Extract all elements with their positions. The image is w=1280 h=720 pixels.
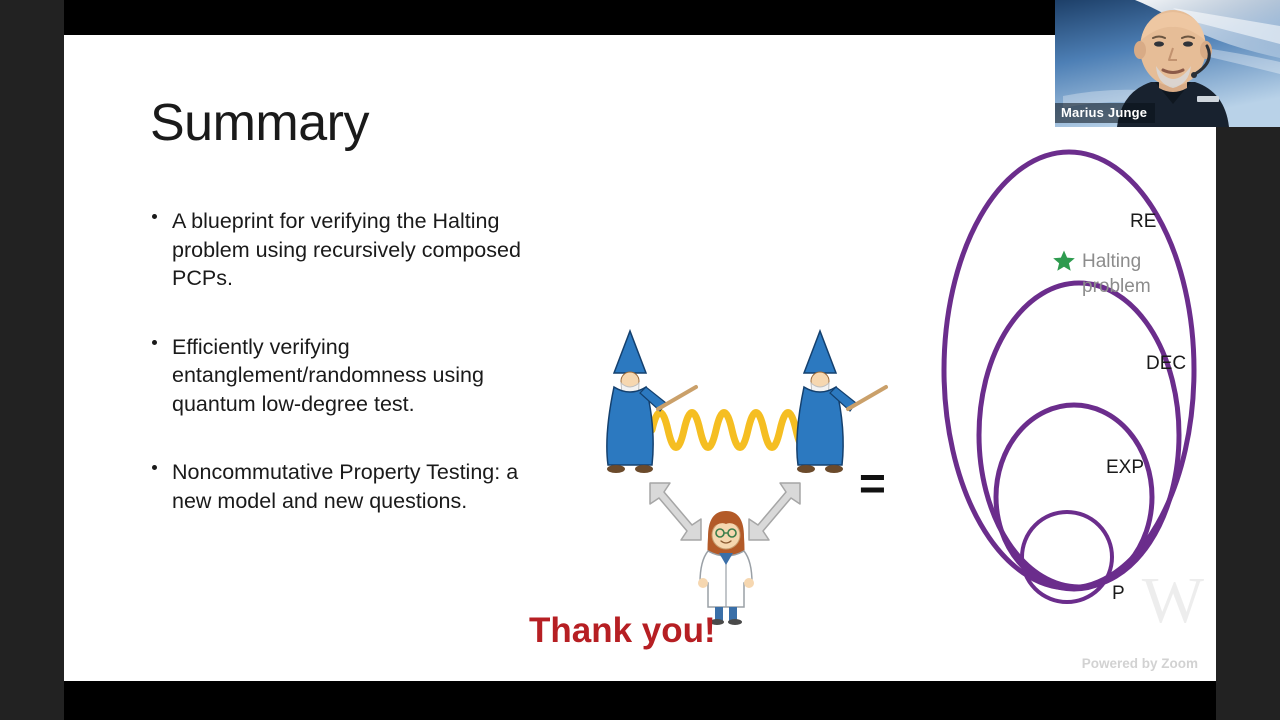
class-label-dec: DEC [1146, 353, 1187, 374]
list-item-label: A blueprint for verifying the Halting pr… [172, 209, 521, 290]
ellipse-dec [976, 280, 1182, 590]
page-title: Summary [150, 94, 369, 152]
wizard-left-figure [606, 328, 698, 473]
complexity-class-diagram: RE DEC EXP P Halting problem [924, 145, 1216, 615]
participant-name-label: Marius Junge [1055, 103, 1156, 123]
ellipse-exp [993, 402, 1155, 592]
participant-video-frame [1055, 0, 1280, 127]
bullet-dot-icon [152, 339, 157, 345]
equals-sign: = [859, 457, 886, 509]
list-item-label: Noncommutative Property Testing: a new m… [172, 460, 519, 513]
star-icon [1053, 250, 1075, 271]
powered-by-zoom-label: Powered by Zoom [1081, 656, 1198, 671]
wizard-right-figure [796, 328, 888, 473]
list-item: A blueprint for verifying the Halting pr… [150, 207, 550, 293]
double-arrow-left-icon [649, 482, 702, 541]
list-item-label: Efficiently verifying entanglement/rando… [172, 334, 484, 416]
thank-you-text: Thank you! [529, 611, 716, 650]
complexity-ellipses-svg [941, 149, 1197, 604]
letterbox-bottom [64, 681, 1216, 720]
bullet-list: A blueprint for verifying the Halting pr… [150, 207, 550, 555]
bullet-dot-icon [152, 214, 157, 219]
ellipse-p [1020, 510, 1114, 604]
letterbox-top [64, 0, 1216, 35]
bullet-dot-icon [152, 465, 157, 470]
participant-video-tile[interactable]: Marius Junge [1055, 0, 1280, 127]
scientist-verifier-figure [698, 511, 754, 625]
list-item: Efficiently verifying entanglement/rando… [150, 333, 550, 419]
illustration-svg [606, 328, 888, 625]
halting-problem-marker: Halting problem [1052, 249, 1151, 299]
letterbox-left [0, 0, 64, 720]
interactive-proof-illustration [574, 325, 914, 625]
double-arrow-right-icon [748, 482, 801, 541]
class-label-p: P [1112, 583, 1125, 604]
presentation-slide: W Summary A blueprint for verifying the … [64, 35, 1216, 681]
class-label-re: RE [1130, 211, 1157, 232]
class-label-exp: EXP [1106, 457, 1145, 478]
halting-problem-label: Halting problem [1082, 251, 1151, 297]
list-item: Noncommutative Property Testing: a new m… [150, 458, 550, 515]
entanglement-wave-icon [648, 409, 816, 451]
